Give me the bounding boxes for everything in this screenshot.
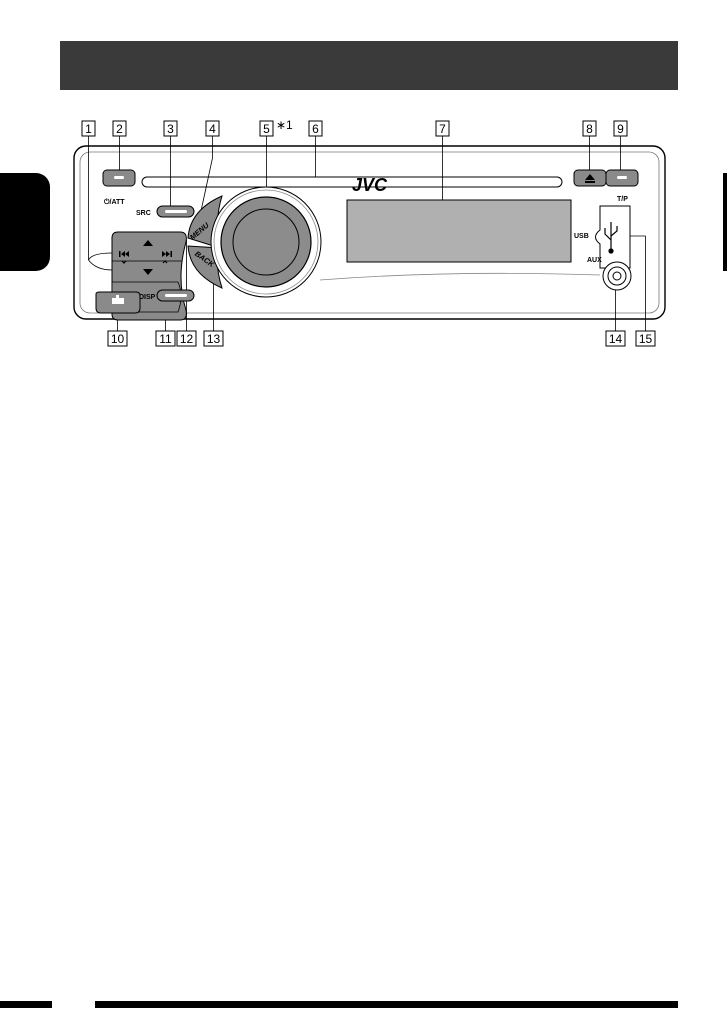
callout-8: 8 [583, 121, 596, 136]
power-att-label: ⏻/ATT [104, 198, 125, 206]
svg-text:7: 7 [439, 122, 446, 136]
callout-3: 3 [164, 121, 177, 136]
callout-11: 11 [156, 331, 175, 346]
lcd-display [347, 200, 571, 262]
bottom-rule [95, 1001, 678, 1008]
callout-7: 7 [436, 121, 449, 136]
svg-text:14: 14 [609, 332, 623, 346]
callout-14: 14 [606, 331, 625, 346]
svg-text:5: 5 [263, 122, 270, 136]
control-dial[interactable] [211, 187, 321, 297]
svg-text:10: 10 [111, 332, 125, 346]
aux-label: AUX [587, 257, 602, 264]
svg-text:12: 12 [180, 332, 194, 346]
callout-9: 9 [614, 121, 627, 136]
svg-text:2: 2 [116, 122, 123, 136]
svg-text:4: 4 [209, 122, 216, 136]
brand-logo: JVC [352, 175, 388, 195]
disp-label: DISP [139, 294, 156, 301]
tp-button[interactable] [606, 170, 638, 186]
svg-text:6: 6 [312, 122, 319, 136]
callout-15: 15 [636, 331, 655, 346]
callout-6: 6 [309, 121, 322, 136]
src-label: SRC [136, 210, 151, 217]
callout-12: 12 [177, 331, 196, 346]
folder-button[interactable] [96, 292, 140, 313]
callout-13: 13 [204, 331, 223, 346]
svg-text:3: 3 [167, 122, 174, 136]
aux-jack[interactable] [603, 262, 631, 290]
svg-text:13: 13 [207, 332, 221, 346]
power-att-button[interactable] [103, 170, 135, 186]
callout-4: 4 [206, 121, 219, 136]
control-panel-diagram: 1 2 3 4 5 ∗1 6 7 8 9 10 11 12 13 14 15 [0, 110, 727, 360]
section-header-bar [60, 41, 678, 90]
svg-text:8: 8 [586, 122, 593, 136]
callout-10: 10 [108, 331, 127, 346]
svg-text:11: 11 [159, 332, 172, 346]
callout-5: 5 [260, 121, 273, 136]
src-button[interactable] [157, 206, 194, 217]
svg-text:1: 1 [85, 122, 92, 136]
usb-label: USB [574, 233, 589, 240]
callout-1: 1 [82, 121, 95, 136]
callout-2: 2 [113, 121, 126, 136]
footnote-mark: ∗1 [276, 118, 293, 132]
svg-text:15: 15 [639, 332, 653, 346]
bottom-left-mark [0, 1001, 52, 1008]
callout-numbers-top: 1 2 3 4 5 ∗1 6 7 8 9 [82, 118, 627, 136]
callout-numbers-bottom: 10 11 12 13 14 15 [108, 331, 655, 346]
disp-button[interactable] [157, 290, 194, 301]
svg-text:9: 9 [617, 122, 624, 136]
tp-label: T/P [617, 196, 628, 203]
